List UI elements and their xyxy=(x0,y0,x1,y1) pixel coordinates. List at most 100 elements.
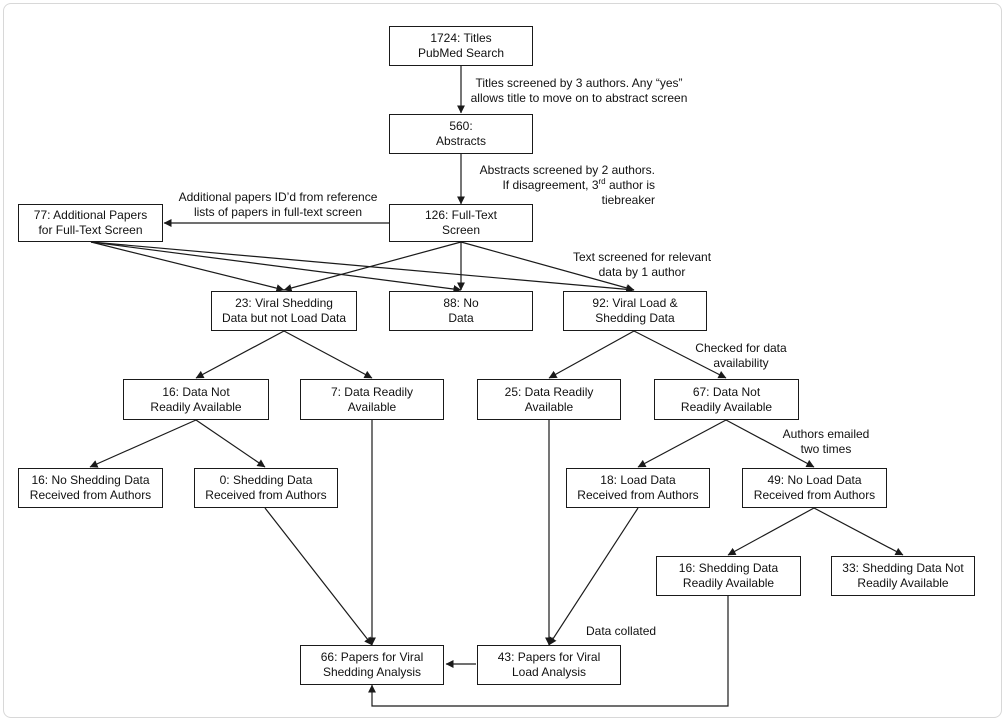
edge-126-23 xyxy=(283,241,462,292)
note-line: two times xyxy=(800,442,852,456)
note-line: Checked for data xyxy=(695,341,787,355)
edge-16c-66 xyxy=(368,596,729,707)
node-1724-titles: 1724: Titles PubMed Search xyxy=(389,26,533,66)
edge-77-23 xyxy=(90,241,285,293)
edge-77-92 xyxy=(90,241,635,294)
node-line: 66: Papers for Viral xyxy=(320,650,424,664)
note-abstracts-screened: Abstracts screened by 2 authors. If disa… xyxy=(466,163,655,208)
node-line: 18: Load Data xyxy=(600,473,676,487)
node-line: 77: Additional Papers xyxy=(33,208,148,222)
node-line: 33: Shedding Data Not xyxy=(842,561,964,575)
node-66-shedding-analysis: 66: Papers for Viral Shedding Analysis xyxy=(300,645,444,685)
note-line: Additional papers ID’d from reference xyxy=(178,190,378,204)
node-560-abstracts: 560: Abstracts xyxy=(389,114,533,154)
note-line: availability xyxy=(713,356,769,370)
note-data-collated: Data collated xyxy=(586,624,656,639)
node-line: Available xyxy=(524,399,574,414)
note-line: If disagreement, 3rd author is xyxy=(466,178,655,193)
node-line: Shedding Data xyxy=(595,311,675,325)
note-authors-emailed: Authors emailed two times xyxy=(776,427,876,457)
node-18-load-received: 18: Load Data Received from Authors xyxy=(566,468,710,508)
note-line: Abstracts screened by 2 authors. xyxy=(479,163,655,177)
node-line: 7: Data Readily xyxy=(330,384,414,399)
node-126-full-text: 126: Full-Text Screen xyxy=(389,204,533,242)
node-line: Abstracts xyxy=(435,134,486,148)
edge-23-7 xyxy=(283,330,373,379)
node-line: 1724: Titles xyxy=(430,31,492,45)
node-77-additional: 77: Additional Papers for Full-Text Scre… xyxy=(18,204,163,242)
node-line: Readily Available xyxy=(682,576,775,590)
note-fragment: If disagreement, 3 xyxy=(502,178,599,192)
node-0-shedding-received: 0: Shedding Data Received from Authors xyxy=(194,468,338,508)
node-line: for Full-Text Screen xyxy=(38,223,143,237)
node-line: Screen xyxy=(441,223,481,237)
edge-67-18 xyxy=(637,419,727,468)
node-line: Load Analysis xyxy=(511,665,587,679)
edge-126-92 xyxy=(460,241,635,292)
edge-92-67 xyxy=(633,330,727,379)
node-line: 25: Data Readily xyxy=(504,384,594,399)
node-line: 126: Full-Text xyxy=(424,208,498,222)
node-16-not-available: 16: Data Not Readily Available xyxy=(123,379,269,420)
note-text-screened: Text screened for relevant data by 1 aut… xyxy=(562,250,722,280)
node-23-shedding: 23: Viral Shedding Data but not Load Dat… xyxy=(211,291,357,331)
node-16-no-shedding-received: 16: No Shedding Data Received from Autho… xyxy=(18,468,163,508)
node-67-not-available: 67: Data Not Readily Available xyxy=(654,379,799,420)
node-16-shedding-available: 16: Shedding Data Readily Available xyxy=(656,556,801,596)
note-line: Text screened for relevant xyxy=(572,250,712,264)
node-line: 92: Viral Load & xyxy=(592,296,678,310)
edge-18-43 xyxy=(548,507,639,646)
note-line: lists of papers in full-text screen xyxy=(193,205,363,219)
node-line: 23: Viral Shedding xyxy=(235,296,333,310)
note-line: tiebreaker xyxy=(601,193,655,207)
node-line: Readily Available xyxy=(857,576,949,590)
edge-49-33 xyxy=(813,507,904,556)
edge-16a-0 xyxy=(195,419,266,468)
node-line: Available xyxy=(347,399,397,414)
note-line: allows title to move on to abstract scre… xyxy=(470,91,688,105)
node-line: 67: Data Not xyxy=(692,384,761,399)
node-line: 0: Shedding Data xyxy=(219,473,313,487)
node-line: Received from Authors xyxy=(753,488,876,502)
node-line: 16: No Shedding Data xyxy=(31,473,150,487)
node-line: 16: Data Not xyxy=(162,384,230,399)
edge-49-16c xyxy=(727,507,815,556)
node-line: 88: No xyxy=(443,296,479,310)
node-33-shedding-not-available: 33: Shedding Data Not Readily Available xyxy=(831,556,975,596)
edge-16a-16b xyxy=(89,419,197,468)
node-92-load-shedding: 92: Viral Load & Shedding Data xyxy=(563,291,707,331)
note-line: Titles screened by 3 authors. Any “yes” xyxy=(475,76,683,90)
note-line: Authors emailed xyxy=(782,427,870,441)
node-line: Received from Authors xyxy=(205,488,327,502)
node-7-readily: 7: Data Readily Available xyxy=(300,379,444,420)
node-line: Received from Authors xyxy=(29,488,152,502)
note-checked-availability: Checked for data availability xyxy=(688,341,794,371)
node-line: 16: Shedding Data xyxy=(678,561,779,575)
node-49-no-load-received: 49: No Load Data Received from Authors xyxy=(742,468,887,508)
node-line: 49: No Load Data xyxy=(767,473,862,487)
note-superscript: rd xyxy=(598,177,606,186)
edge-0-66 xyxy=(264,507,373,646)
edge-92-25 xyxy=(548,330,635,379)
node-88-no-data: 88: No Data xyxy=(389,291,533,331)
note-additional-papers: Additional papers ID’d from reference li… xyxy=(170,190,386,220)
node-line: Readily Available xyxy=(680,399,773,414)
note-titles-screened: Titles screened by 3 authors. Any “yes” … xyxy=(466,76,692,106)
node-line: PubMed Search xyxy=(417,46,505,60)
node-line: 43: Papers for Viral xyxy=(497,650,601,664)
node-43-load-analysis: 43: Papers for Viral Load Analysis xyxy=(477,645,621,685)
note-line: Data collated xyxy=(586,624,657,638)
node-25-readily: 25: Data Readily Available xyxy=(477,379,621,420)
node-line: Data but not Load Data xyxy=(221,311,347,325)
edge-23-16a xyxy=(195,330,285,379)
note-fragment: author is xyxy=(605,178,655,192)
node-line: Shedding Analysis xyxy=(322,665,422,679)
node-line: Readily Available xyxy=(150,399,242,414)
edge-67-49 xyxy=(725,419,815,468)
node-line: Data xyxy=(448,311,474,325)
edge-77-88 xyxy=(90,241,462,293)
note-line: data by 1 author xyxy=(598,265,686,279)
node-line: 560: xyxy=(449,119,473,133)
